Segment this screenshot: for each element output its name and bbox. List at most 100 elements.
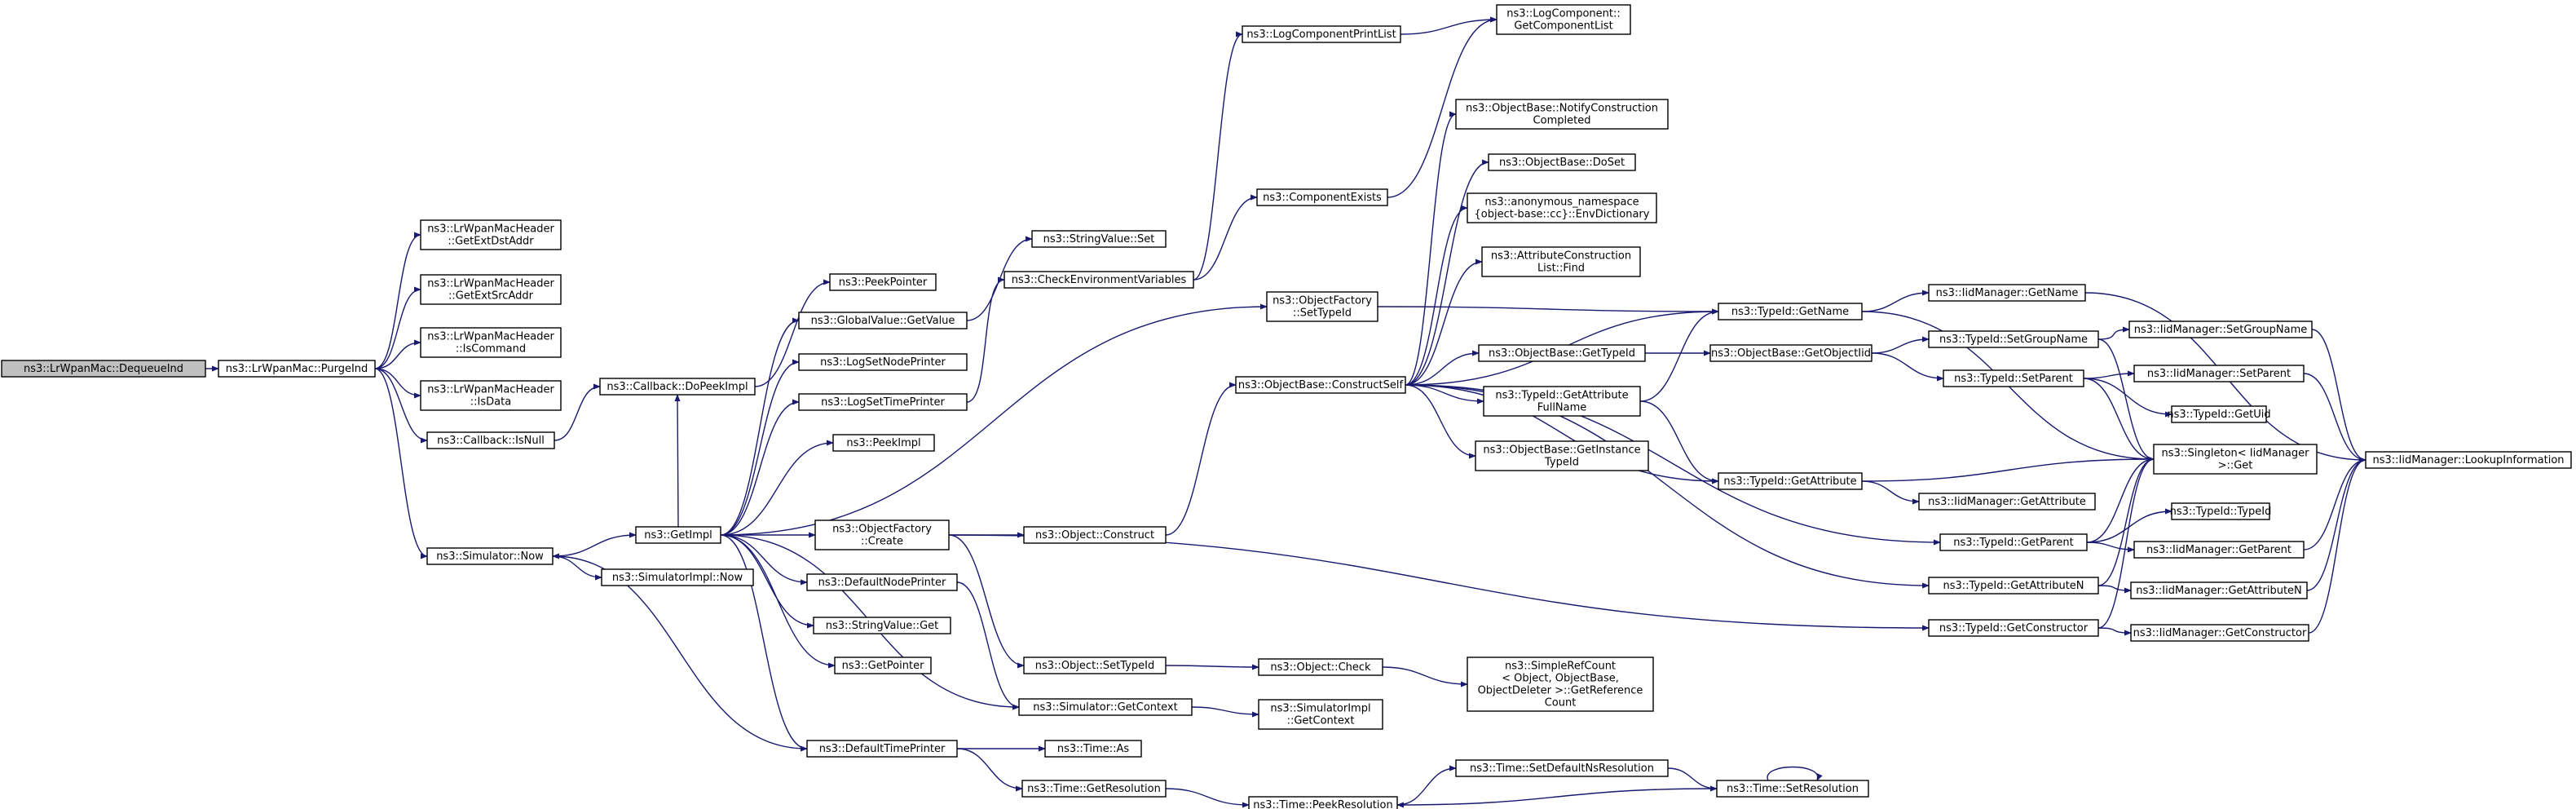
graph-node-simimplnow[interactable]: ns3::SimulatorImpl::Now	[601, 568, 754, 586]
node-box	[1928, 577, 2099, 595]
graph-node-purgeind[interactable]: ns3::LrWpanMac::PurgeInd	[218, 360, 376, 378]
edge-obgetobjectiid-to-tidsetgroupname	[1871, 336, 1930, 354]
graph-node-tidsetparent[interactable]: ns3::TypeId::SetParent	[1943, 369, 2084, 387]
edge-tidgetattribute-to-singletonget	[1861, 456, 2155, 482]
graph-node-timegetres[interactable]: ns3::Time::GetResolution	[1021, 780, 1167, 798]
node-box	[1266, 291, 1378, 322]
graph-node-iidgetattributen[interactable]: ns3::IidManager::GetAttributeN	[2130, 581, 2308, 599]
graph-node-timesetres[interactable]: ns3::Time::SetResolution	[1716, 780, 1869, 798]
graph-node-lognodeprinter[interactable]: ns3::LogSetNodePrinter	[798, 353, 968, 371]
graph-node-notifyconst[interactable]: ns3::ObjectBase::NotifyConstructionCompl…	[1455, 99, 1669, 130]
graph-node-timepeekres[interactable]: ns3::Time::PeekResolution	[1248, 796, 1398, 809]
graph-node-simnow[interactable]: ns3::Simulator::Now	[426, 547, 554, 565]
node-label: ns3::SimulatorImpl	[1270, 703, 1370, 715]
graph-node-checkenv[interactable]: ns3::CheckEnvironmentVariables	[1003, 271, 1194, 289]
graph-node-objcheck[interactable]: ns3::Object::Check	[1258, 658, 1383, 676]
edge-defnodeprinter-to-simgetcontext	[956, 581, 1020, 710]
graph-node-doset[interactable]: ns3::ObjectBase::DoSet	[1488, 153, 1636, 171]
graph-node-gvgetvalue[interactable]: ns3::GlobalValue::GetValue	[798, 312, 968, 329]
graph-node-tidgetattribute[interactable]: ns3::TypeId::GetAttribute	[1718, 472, 1863, 490]
graph-node-compexists[interactable]: ns3::ComponentExists	[1256, 188, 1388, 206]
graph-node-iidgetattribute[interactable]: ns3::IidManager::GetAttribute	[1918, 493, 2096, 511]
graph-node-ofsettypeid[interactable]: ns3::ObjectFactory::SetTypeId	[1266, 291, 1378, 322]
node-label: ns3::ObjectBase::NotifyConstruction	[1466, 103, 1658, 115]
graph-node-singletonget[interactable]: ns3::Singleton< IidManager>::Get	[2153, 444, 2318, 475]
graph-node-peekpointer[interactable]: ns3::PeekPointer	[829, 273, 937, 291]
node-label: ns3::StringValue::Set	[1043, 233, 1155, 245]
graph-node-constructself[interactable]: ns3::ObjectBase::ConstructSelf	[1235, 376, 1406, 394]
edge-tidsetgroupname-to-iidsetgroupname	[2097, 326, 2130, 340]
graph-node-iidgetparent[interactable]: ns3::IidManager::GetParent	[2133, 541, 2305, 559]
graph-node-tidgetattributen[interactable]: ns3::TypeId::GetAttributeN	[1928, 577, 2099, 595]
graph-node-tidgetuid[interactable]: ns3::TypeId::GetUid	[2167, 405, 2271, 423]
graph-node-iidsetparent[interactable]: ns3::IidManager::SetParent	[2133, 365, 2305, 382]
edge-objsettypeid-to-objcheck	[1165, 664, 1259, 670]
graph-node-obgetobjectiid[interactable]: ns3::ObjectBase::GetObjectIid	[1709, 344, 1872, 362]
edge-tidgetattribute-to-iidgetattribute	[1861, 480, 1920, 505]
graph-node-svget[interactable]: ns3::StringValue::Get	[813, 617, 951, 634]
node-box	[1023, 526, 1167, 544]
graph-node-objsettypeid[interactable]: ns3::Object::SetTypeId	[1023, 656, 1167, 674]
node-box	[798, 353, 968, 371]
graph-node-svset[interactable]: ns3::StringValue::Set	[1031, 230, 1167, 248]
node-box	[1258, 658, 1383, 676]
node-box	[1256, 188, 1388, 206]
node-box	[1003, 271, 1194, 289]
graph-node-simplerefcount[interactable]: ns3::SimpleRefCount< Object, ObjectBase,…	[1467, 656, 1654, 712]
node-label: ns3::TypeId::TypeId	[2170, 506, 2272, 518]
node-label: GetComponentList	[1514, 20, 1612, 33]
graph-node-iidsetgroupname[interactable]: ns3::IidManager::SetGroupName	[2128, 321, 2313, 338]
graph-node-dequeueind[interactable]: ns3::LrWpanMac::DequeueInd	[1, 360, 206, 378]
graph-node-tidsetgroupname[interactable]: ns3::TypeId::SetGroupName	[1928, 330, 2099, 348]
graph-node-getpointer[interactable]: ns3::GetPointer	[834, 656, 932, 674]
graph-node-iidlookup[interactable]: ns3::IidManager::LookupInformation	[2365, 451, 2572, 469]
edge-ofcreate-to-tidgetconstructor	[948, 534, 1930, 631]
node-label: FullName	[1537, 402, 1587, 414]
node-label: ns3::TypeId::GetAttribute	[1723, 475, 1856, 488]
graph-node-peekimpl[interactable]: ns3::PeekImpl	[832, 434, 935, 452]
node-label: ns3::IidManager::SetGroupName	[2134, 324, 2308, 336]
edge-purgeind-to-getextdst	[374, 232, 421, 369]
graph-node-tidgetname[interactable]: ns3::TypeId::GetName	[1718, 303, 1863, 321]
graph-node-simimplgetcontext[interactable]: ns3::SimulatorImpl::GetContext	[1258, 699, 1383, 730]
graph-node-objconstruct[interactable]: ns3::Object::Construct	[1023, 526, 1167, 544]
graph-node-envdict[interactable]: ns3::anonymous_namespace{object-base::cc…	[1467, 192, 1657, 223]
node-label: ns3::SimpleRefCount	[1505, 661, 1616, 673]
edge-constructself-to-notifyconst	[1405, 111, 1457, 386]
graph-node-iscommand[interactable]: ns3::LrWpanMacHeader::IsCommand	[420, 327, 562, 358]
graph-node-isdata[interactable]: ns3::LrWpanMacHeader::IsData	[420, 380, 562, 411]
graph-node-setdefaultnsres[interactable]: ns3::Time::SetDefaultNsResolution	[1455, 759, 1669, 777]
graph-node-simgetcontext[interactable]: ns3::Simulator::GetContext	[1018, 698, 1193, 716]
node-label: ns3::ObjectBase::ConstructSelf	[1238, 379, 1404, 391]
graph-node-deftimeprinter[interactable]: ns3::DefaultTimePrinter	[806, 740, 958, 758]
graph-node-tidgetconstructor[interactable]: ns3::TypeId::GetConstructor	[1928, 619, 2099, 637]
graph-node-getcomplist[interactable]: ns3::LogComponent::GetComponentList	[1496, 4, 1631, 35]
graph-node-logtimeprinter[interactable]: ns3::LogSetTimePrinter	[798, 393, 968, 411]
graph-node-timeas[interactable]: ns3::Time::As	[1044, 740, 1142, 758]
graph-node-dopeekimpl[interactable]: ns3::Callback::DoPeekImpl	[599, 378, 756, 396]
graph-node-logcompprintlist[interactable]: ns3::LogComponentPrintList	[1242, 25, 1401, 43]
graph-node-getextsrc[interactable]: ns3::LrWpanMacHeader::GetExtSrcAddr	[420, 274, 562, 305]
graph-node-tidtypeid[interactable]: ns3::TypeId::TypeId	[2170, 502, 2272, 520]
node-box	[1248, 796, 1398, 809]
graph-node-ofcreate[interactable]: ns3::ObjectFactory::Create	[814, 519, 950, 550]
graph-node-getextdst[interactable]: ns3::LrWpanMacHeader::GetExtDstAddr	[420, 219, 562, 250]
node-label: ns3::Object::SetTypeId	[1035, 660, 1154, 672]
graph-node-getimpl[interactable]: ns3::GetImpl	[635, 526, 721, 544]
graph-node-tidgetparent[interactable]: ns3::TypeId::GetParent	[1939, 533, 2088, 551]
node-box	[420, 219, 562, 250]
node-label: ::GetContext	[1287, 715, 1355, 727]
graph-node-iidgetconstructor[interactable]: ns3::IidManager::GetConstructor	[2130, 624, 2309, 642]
edge-constructself-to-attrconstfind	[1405, 259, 1483, 386]
edge-getimpl-to-defnodeprinter	[720, 534, 808, 586]
graph-node-iidgetname[interactable]: ns3::IidManager::GetName	[1928, 284, 2086, 302]
graph-node-obgettypeid[interactable]: ns3::ObjectBase::GetTypeId	[1478, 344, 1646, 362]
graph-node-isnull[interactable]: ns3::Callback::IsNull	[426, 431, 555, 449]
graph-node-defnodeprinter[interactable]: ns3::DefaultNodePrinter	[806, 573, 958, 591]
edge-purgeind-to-isnull	[374, 368, 428, 444]
edge-getimpl-to-dopeekimpl	[674, 394, 681, 528]
